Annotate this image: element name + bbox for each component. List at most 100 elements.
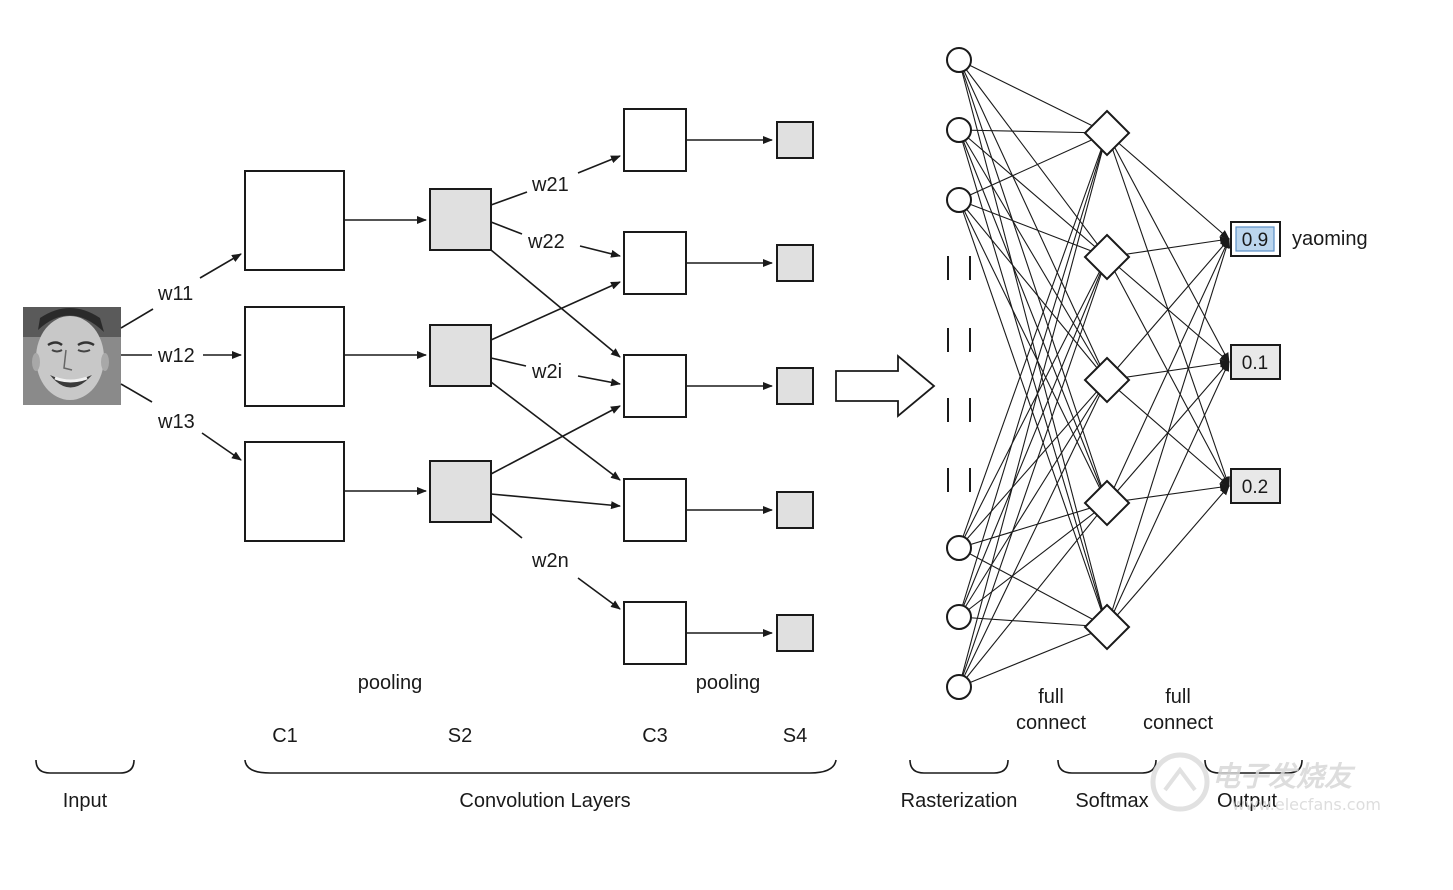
rasterization-ellipsis — [947, 256, 971, 492]
softmax-node-3 — [1083, 356, 1131, 404]
softmax-nodes — [1083, 109, 1131, 651]
s2-pooled-maps — [429, 188, 492, 523]
c1-map-3 — [244, 441, 345, 542]
fc-edge-r5-s1 — [958, 256, 1108, 688]
c1-to-s2-arrows — [344, 216, 427, 495]
fc-edge-r4-s2 — [958, 379, 1108, 618]
fc-edge-r2-s3 — [958, 199, 1108, 504]
full-connect-label-2-line1: full — [1165, 686, 1191, 708]
rasterization-node-2 — [946, 117, 972, 143]
layer-label-s2: S2 — [448, 725, 472, 747]
section-label-input: Input — [63, 790, 108, 812]
s4-map-4 — [776, 491, 814, 529]
brace-output — [1204, 759, 1303, 774]
layer-label-c3: C3 — [642, 725, 668, 747]
full-connect-label-2-line2: connect — [1143, 712, 1213, 734]
c3-to-s4-arrows — [686, 136, 773, 637]
c1-map-2 — [244, 306, 345, 407]
c3-map-5 — [623, 601, 687, 665]
fc-edge-r5-s2 — [958, 379, 1108, 688]
fc-edge-r3-s0 — [958, 132, 1108, 549]
fc-edge-r1-s0 — [958, 129, 1108, 134]
fc-edge-r4-s0 — [958, 132, 1108, 618]
w13-line-b — [201, 432, 242, 461]
softmax-node-5 — [1083, 603, 1131, 651]
rasterization-nodes — [946, 47, 972, 700]
output-class-label: yaoming — [1292, 228, 1368, 250]
layer-label-s4: S4 — [783, 725, 807, 747]
w11-line-a — [120, 308, 154, 329]
s2-map-1 — [429, 188, 492, 251]
c3-feature-maps — [623, 108, 687, 665]
softmax-edge-s0-o0 — [1106, 132, 1230, 240]
softmax-edge-s4-o1 — [1106, 361, 1230, 628]
s4-pooled-maps — [776, 121, 814, 652]
weight-label-w2i: w2i — [531, 361, 562, 383]
section-braces — [35, 759, 1303, 774]
fc-edge-r1-s4 — [958, 129, 1108, 628]
rasterization-node-4 — [946, 535, 972, 561]
watermark-text-url: www.elecfans.com — [1232, 795, 1381, 814]
weight-label-w12: w12 — [157, 345, 195, 367]
fc-edge-r3-s3 — [958, 502, 1108, 549]
fc-edge-r1-s2 — [958, 129, 1108, 381]
rasterization-node-1 — [946, 47, 972, 73]
full-connect-label-1-line2: connect — [1016, 712, 1086, 734]
s2-map-2 — [429, 324, 492, 387]
softmax-edge-s4-o2 — [1106, 485, 1230, 628]
output-node-1: 0.9 — [1230, 221, 1281, 257]
section-label-softmax: Softmax — [1075, 790, 1148, 812]
weight-label-w11: w11 — [157, 283, 193, 305]
c1-feature-maps — [244, 170, 345, 542]
weight-label-w2n: w2n — [531, 550, 569, 572]
fc-edge-r0-s2 — [958, 59, 1108, 381]
section-label-convolution-layers: Convolution Layers — [459, 790, 630, 812]
flatten-arrow-icon — [835, 354, 936, 418]
fc-edge-r2-s2 — [958, 199, 1108, 381]
fc-edge-r2-s0 — [958, 132, 1108, 201]
brace-rasterization — [909, 759, 1009, 774]
output-value-2: 0.1 — [1242, 353, 1268, 374]
fc-edge-r1-s1 — [958, 129, 1108, 258]
s4-map-5 — [776, 614, 814, 652]
fc-edge-r1-s3 — [958, 129, 1108, 504]
weight-label-w21: w21 — [531, 174, 569, 196]
output-value-1: 0.9 — [1242, 230, 1268, 251]
w13-line-a — [120, 383, 153, 403]
fc-edge-r5-s0 — [958, 132, 1108, 688]
fc-edge-r3-s1 — [958, 256, 1108, 549]
rasterization-node-5 — [946, 604, 972, 630]
watermark-logo: 电子发烧友 www.elecfans.com — [1150, 752, 1381, 814]
fc-edge-r5-s3 — [958, 502, 1108, 688]
softmax-edge-s2-o0 — [1106, 238, 1230, 381]
section-label-rasterization: Rasterization — [901, 790, 1018, 812]
weight-label-w22: w22 — [527, 231, 565, 253]
full-connect-lines — [958, 59, 1108, 688]
layer-label-c1: C1 — [272, 725, 298, 747]
pooling-label-1: pooling — [358, 672, 423, 694]
c1-map-1 — [244, 170, 345, 271]
s4-map-2 — [776, 244, 814, 282]
fc-edge-r0-s3 — [958, 59, 1108, 504]
watermark-text-cn: 电子发烧友 — [1212, 760, 1356, 793]
softmax-node-2 — [1083, 233, 1131, 281]
softmax-to-output-arrows — [1106, 132, 1231, 628]
s4-map-1 — [776, 121, 814, 159]
input-face-image — [23, 307, 121, 405]
fc-edge-r4-s1 — [958, 256, 1108, 618]
fc-edge-r4-s4 — [958, 616, 1108, 628]
fc-edge-r0-s4 — [958, 59, 1108, 628]
output-node-2: 0.1 — [1230, 344, 1281, 380]
pooling-label-2: pooling — [696, 672, 761, 694]
brace-softmax — [1057, 759, 1157, 774]
softmax-node-1 — [1083, 109, 1131, 157]
c3-map-3 — [623, 354, 687, 418]
w11-line-b — [199, 253, 242, 279]
softmax-edge-s3-o0 — [1106, 238, 1230, 504]
section-label-output: Output — [1217, 790, 1277, 812]
full-connect-label-1-line1: full — [1038, 686, 1064, 708]
c3-map-1 — [623, 108, 687, 172]
softmax-node-4 — [1083, 479, 1131, 527]
softmax-edge-s4-o0 — [1106, 238, 1231, 628]
